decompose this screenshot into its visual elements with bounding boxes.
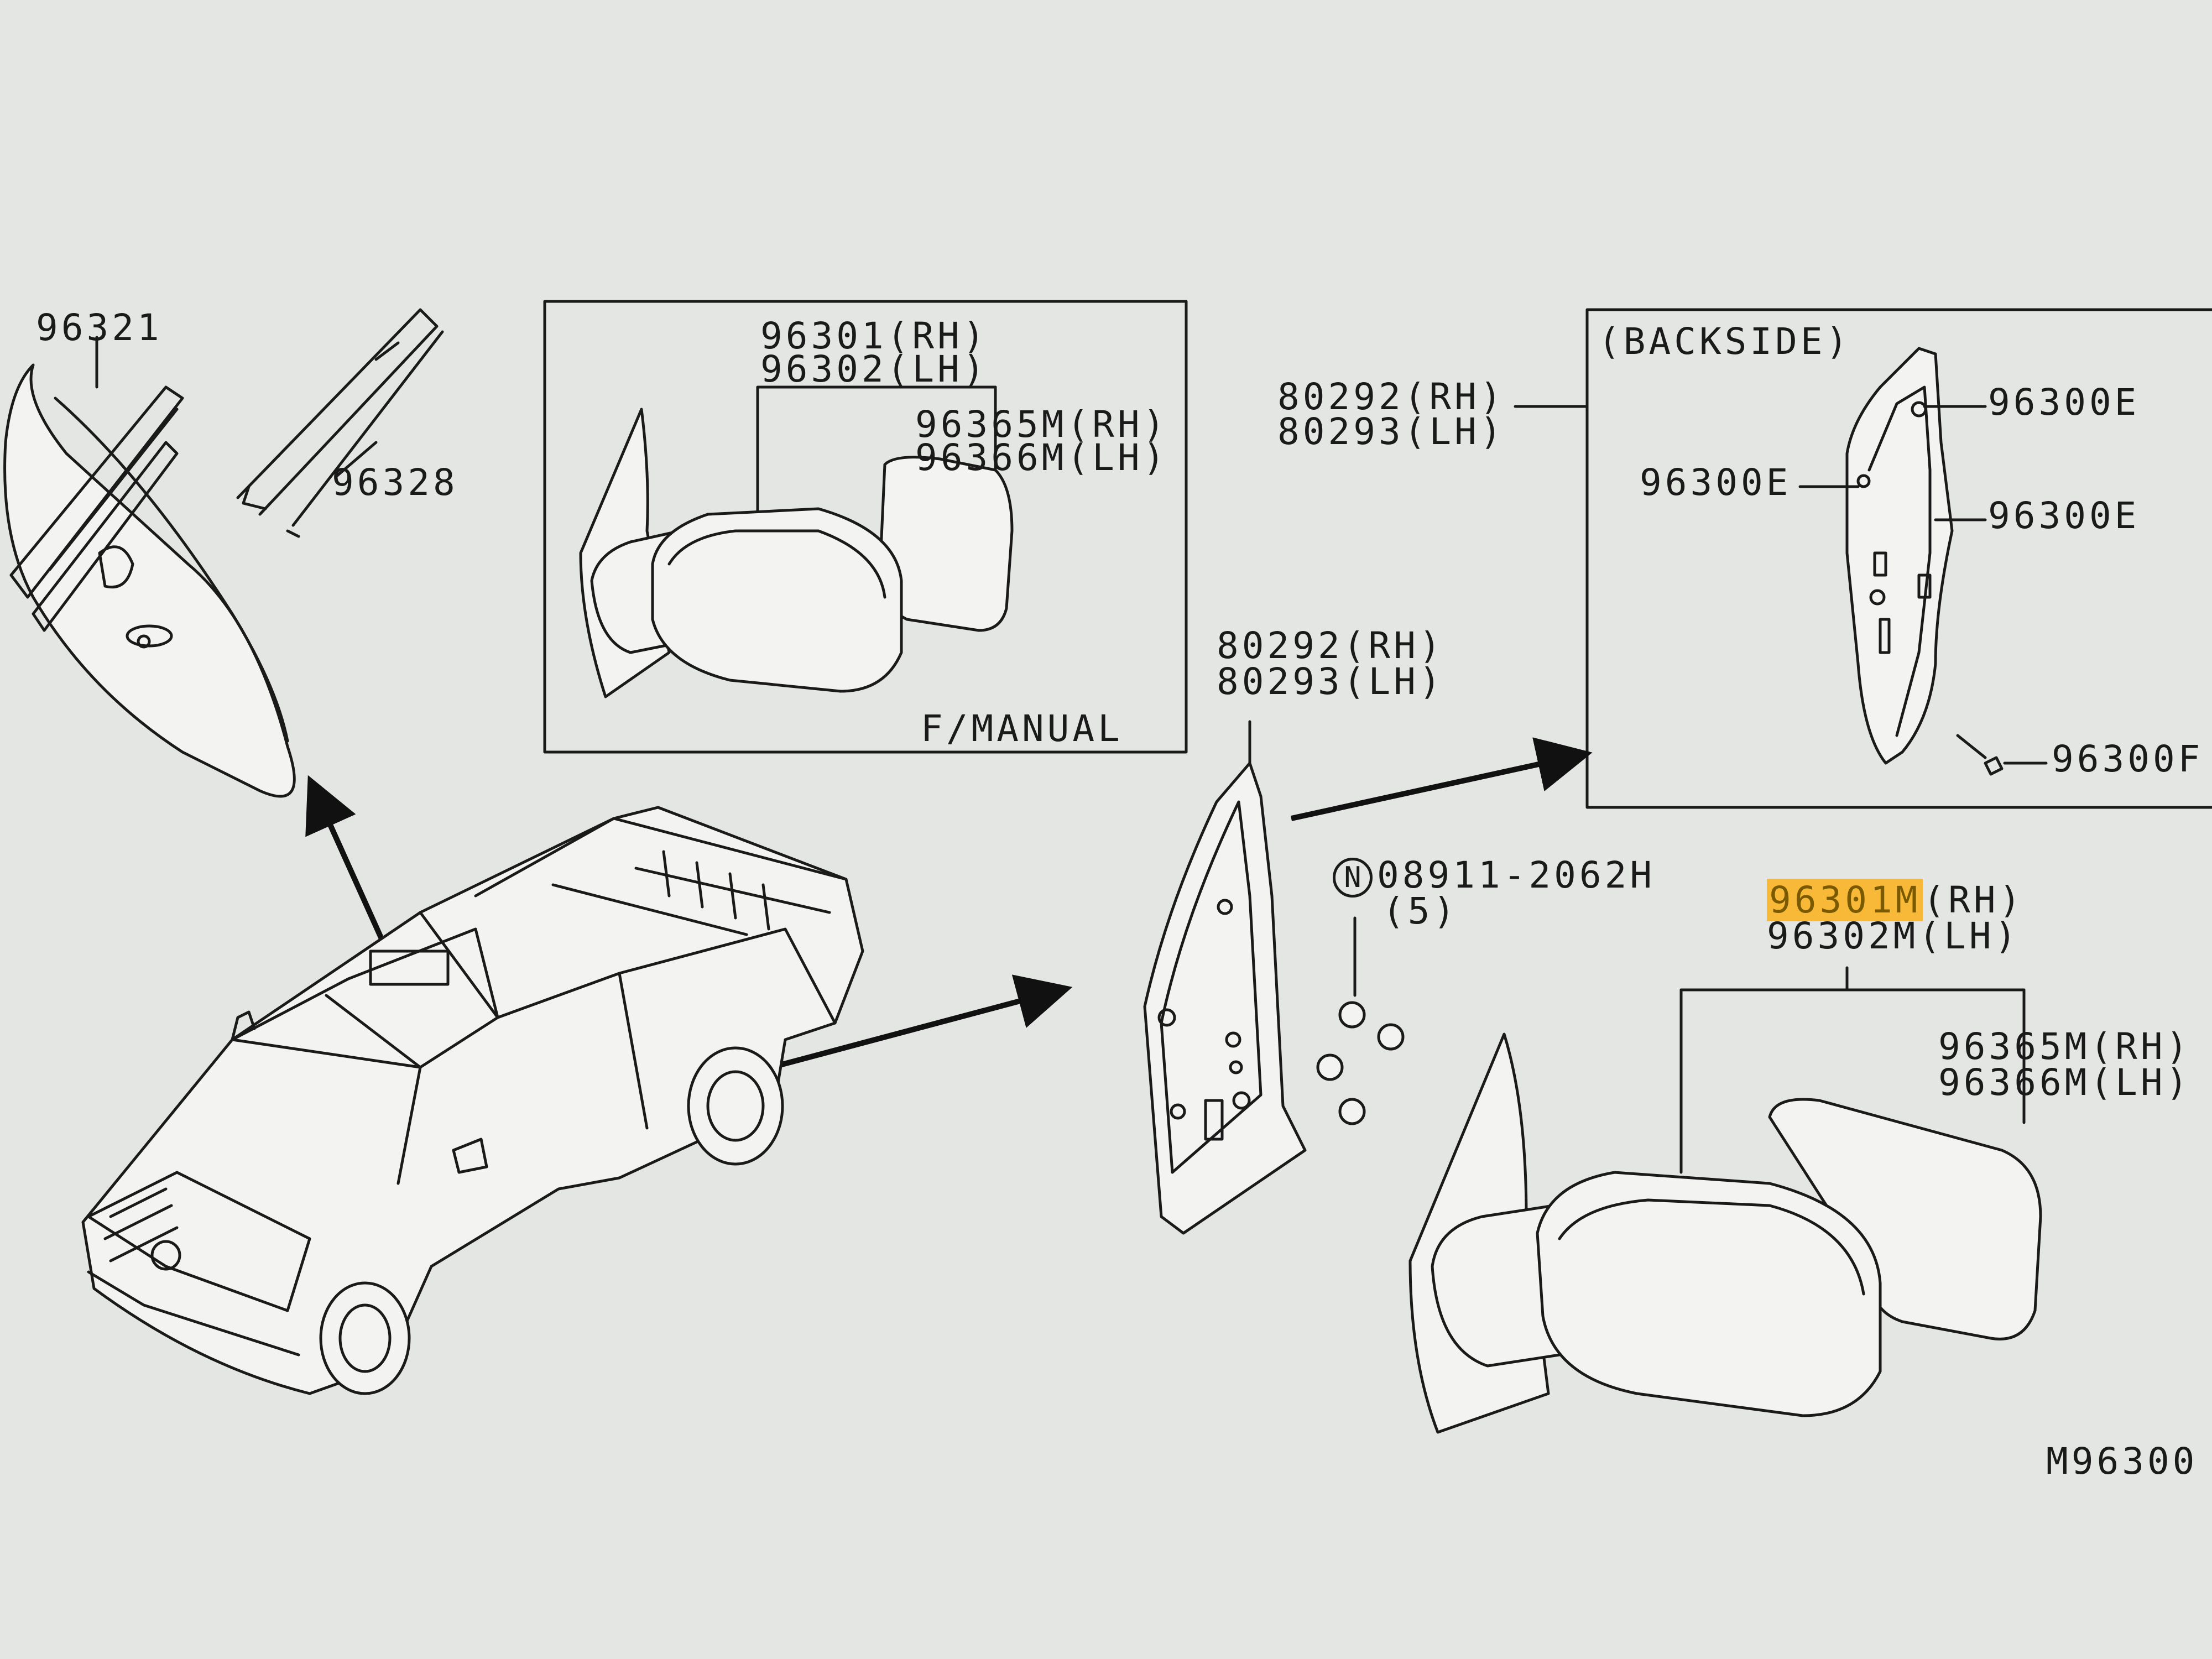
backside-box [1585,308,2212,809]
truck-illustration [81,806,864,1395]
label-80292-rh-mid: 80292(RH) [1217,624,1444,667]
label-96321: 96321 [36,306,163,349]
label-96301-rh: 96301(RH) [760,315,988,357]
label-80292-rh-top: 80292(RH) [1277,375,1505,418]
label-nut-qty: (5) [1383,890,1459,932]
label-96302-lh: 96302(LH) [760,348,988,390]
arrow-to-backside [1290,737,1593,821]
label-96300e-3: 96300E [1988,494,2140,537]
label-96300e-1: 96300E [1988,381,2140,424]
backside-plate-illustration [1798,347,2048,776]
label-96365m-rh-top: 96365M(RH) [915,403,1168,446]
label-80293-lh-top: 80293(LH) [1277,410,1505,453]
nut-part-number: 08911-2062H [1377,854,1656,896]
label-96300f: 96300F [2052,738,2204,780]
f-manual-box [543,300,1188,754]
label-backside: (BACKSIDE) [1598,320,1851,363]
label-96328: 96328 [332,461,458,504]
label-f-manual: F/MANUAL [921,707,1123,750]
inside-mirror-illustration [3,336,296,798]
mirror-base-plate-illustration [1143,761,1307,1235]
label-96301m-rh: 96301M(RH) [1767,879,2025,921]
label-96302m-lh: 96302M(LH) [1767,915,2020,957]
manual-mirror-illustration [579,385,1014,698]
bracket-illustration [236,308,444,538]
label-96366m-lh-top: 96366M(LH) [915,436,1168,479]
highlighted-part-code: 96301M [1767,879,1923,921]
power-mirror-illustration [1408,966,2042,1434]
n-circle-icon: N [1333,857,1373,898]
label-96366m-lh-bottom: 96366M(LH) [1938,1061,2192,1104]
arrow-to-inside-mirror [305,775,390,953]
diagram-code: M96300 [2046,1440,2198,1483]
label-80293-lh-mid: 80293(LH) [1217,660,1444,703]
label-96365m-rh-bottom: 96365M(RH) [1938,1025,2192,1068]
nuts-illustration [1316,916,1405,1125]
side-rh: (RH) [1923,879,2025,921]
label-96300e-2: 96300E [1640,461,1792,504]
